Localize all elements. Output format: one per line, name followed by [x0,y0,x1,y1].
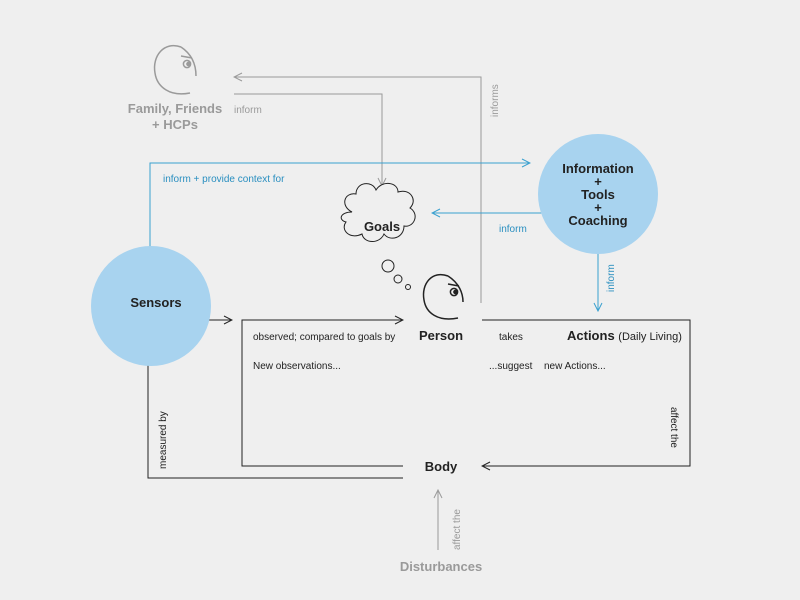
actions-label: Actions (Daily Living) [567,328,682,343]
disturbances-label: Disturbances [400,559,482,574]
family-label-line1: Family, Friends [128,101,222,116]
suggest-label: ...suggest [489,361,533,372]
observed-label: observed; compared to goals by [253,332,395,343]
information-label-line4: + [594,200,602,215]
information-label-line1: Information [562,161,634,176]
new-observations-label: New observations... [253,361,341,372]
new-actions-label: new Actions... [544,361,606,372]
person-label: Person [419,328,463,343]
information-label-line2: + [594,174,602,189]
information-label-line3: Tools [581,187,615,202]
information-label-line5: Coaching [568,213,627,228]
info-inform-actions-label: inform [606,264,617,292]
info-inform-goals-label: inform [499,224,527,235]
family-inform-connector [234,93,382,186]
face-icon [422,273,464,320]
actions-affect-connector [482,319,691,466]
observations-connector [241,320,403,467]
thought-cloud-icon [340,183,416,290]
family-label-line2: + HCPs [152,117,198,132]
body-label: Body [425,459,458,474]
inform-context-label: inform + provide context for [163,174,285,185]
sensors-label: Sensors [130,295,181,310]
family-inform-label: inform [234,105,262,116]
information-node [538,134,658,254]
goals-label: Goals [364,219,400,234]
measured-by-label: measured by [158,411,169,469]
informs-label: informs [490,84,501,117]
takes-label: takes [499,332,523,343]
affect-the-right-label: affect the [668,407,679,448]
informs-connector [234,77,482,303]
face-icon [153,44,197,95]
sensors-node [91,246,211,366]
affect-the-bottom-label: affect the [452,509,463,550]
sensors-inform-connector [149,163,530,252]
